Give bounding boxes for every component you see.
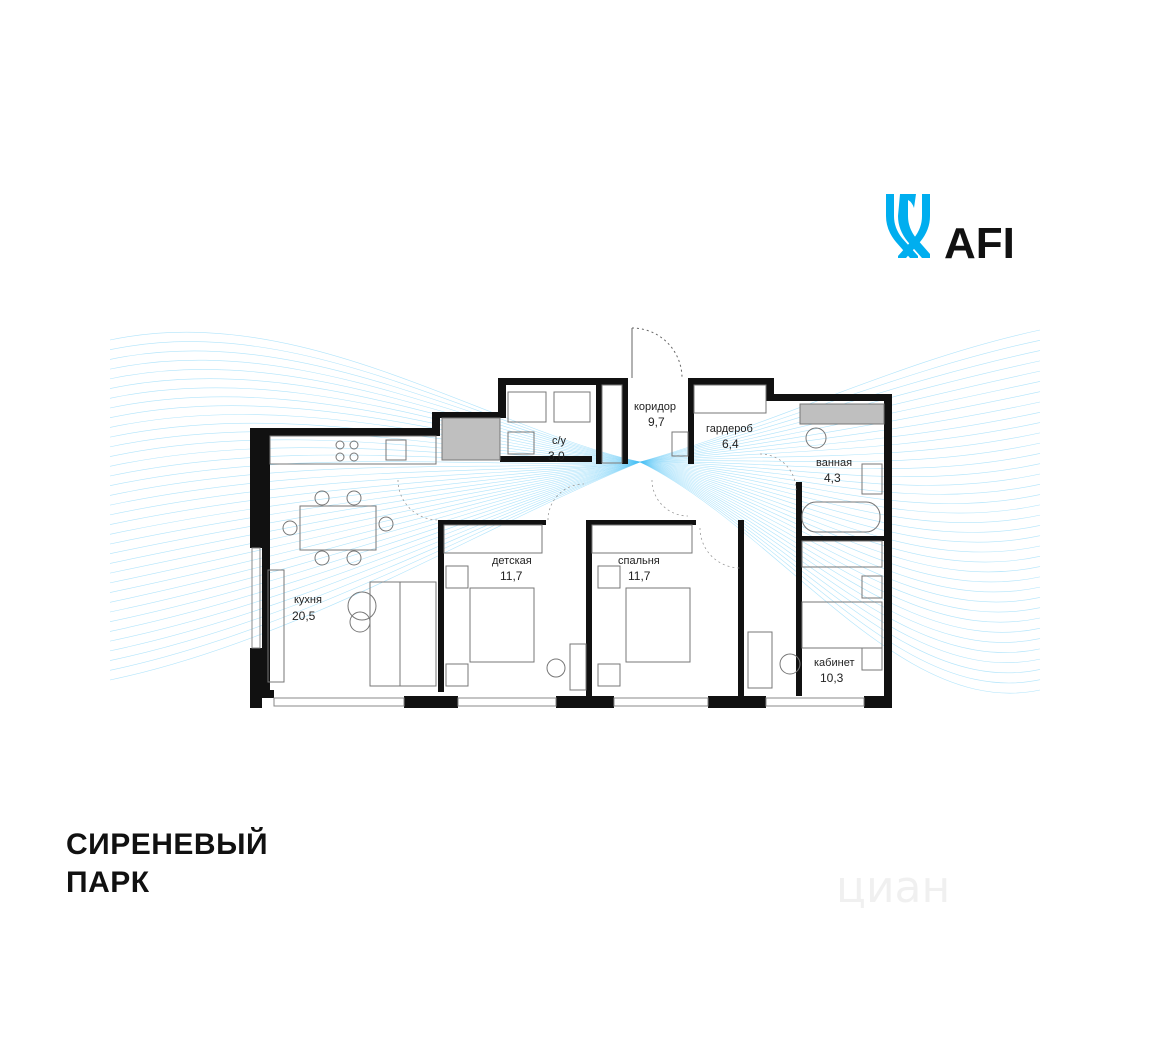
furniture [267, 384, 885, 691]
room-label-bathroom-name: ванная [816, 457, 852, 469]
wave-line [639, 401, 1041, 463]
wave-line [639, 453, 1041, 469]
wave-line [639, 461, 1041, 533]
wave-line [109, 332, 641, 463]
wave-line [109, 461, 641, 574]
wave-line [639, 442, 1041, 463]
wave-line [639, 461, 1041, 553]
windows [251, 547, 865, 707]
room-label-wc-name: с/у [552, 435, 567, 447]
wave-line [639, 461, 1041, 684]
wave-line [109, 369, 641, 463]
room-label-bedroom-name: спальня [618, 555, 660, 567]
wave-line [639, 461, 1041, 478]
room-labels: кухня 20,5 с/у 3,0 коридор 9,7 гардероб … [292, 401, 854, 685]
wave-line [109, 461, 641, 652]
wave-line [109, 461, 641, 623]
afi-logo-text: AFI [944, 219, 1015, 268]
room-label-office-area: 10,3 [820, 671, 844, 685]
wave-line [639, 461, 1041, 653]
room-label-nursery-name: детская [492, 555, 532, 567]
wave-line [109, 350, 641, 463]
wave-line [109, 341, 641, 463]
wave-line [639, 461, 1041, 504]
wave-line [109, 461, 641, 525]
door-swings [397, 453, 797, 569]
room-label-nursery-area: 11,7 [500, 569, 523, 583]
wave-line [109, 461, 641, 564]
wave-line [109, 414, 641, 463]
wave-line [639, 432, 1041, 463]
wave-line [109, 461, 641, 487]
wave-line [639, 461, 1041, 524]
wave-line [639, 461, 1041, 694]
wave-line [639, 461, 1041, 514]
wave-line [109, 405, 641, 463]
room-label-kitchen-area: 20,5 [292, 609, 316, 623]
room-label-office-name: кабинет [814, 657, 854, 669]
project-title-line2: ПАРК [66, 866, 150, 899]
project-title: СИРЕНЕВЫЙ ПАРК [66, 826, 268, 902]
wave-line [639, 461, 1041, 643]
wave-line [639, 329, 1041, 463]
wave-line [109, 461, 641, 613]
wave-line [109, 461, 641, 535]
room-label-corridor-name: коридор [634, 401, 676, 413]
wave-line [639, 461, 1041, 603]
apartment-layout [250, 327, 892, 708]
wave-line [109, 461, 641, 506]
wave-line [109, 461, 641, 671]
interior-walls [438, 378, 884, 696]
wave-line [639, 461, 1041, 623]
wave-line [639, 461, 1041, 563]
wave-line [639, 461, 1041, 495]
wave-line [639, 461, 1041, 633]
wave-line [109, 461, 641, 603]
wave-line [639, 461, 1041, 543]
wave-line [639, 391, 1041, 463]
cian-watermark: циан [836, 862, 951, 913]
room-label-wardrobe-area: 6,4 [722, 437, 739, 451]
afi-logo-mark [886, 194, 930, 258]
wave-line [109, 461, 641, 496]
room-label-wardrobe-name: гардероб [706, 423, 753, 435]
wave-line [109, 461, 641, 661]
outer-walls [250, 378, 892, 708]
wave-line [639, 461, 1041, 486]
wave-line [109, 461, 641, 545]
wave-line [639, 461, 1041, 663]
wave-line [109, 461, 641, 632]
wave-line [109, 461, 641, 642]
wave-line [639, 411, 1041, 463]
room-label-kitchen-name: кухня [294, 594, 322, 606]
wave-line [109, 461, 641, 681]
room-label-wc-area: 3,0 [548, 449, 565, 463]
room-label-bedroom-area: 11,7 [628, 569, 651, 583]
wave-line [109, 387, 641, 463]
wave-line [109, 396, 641, 463]
afi-logo: AFI [886, 194, 1015, 268]
wave-line [109, 461, 641, 555]
wave-line [109, 378, 641, 463]
project-title-line1: СИРЕНЕВЫЙ [66, 828, 269, 861]
wave-line [639, 422, 1041, 463]
room-label-corridor-area: 9,7 [648, 415, 665, 429]
wave-line [109, 461, 641, 584]
wave-line [109, 461, 641, 593]
wave-line [639, 461, 1041, 613]
room-label-bathroom-area: 4,3 [824, 471, 841, 485]
wave-line [639, 461, 1041, 593]
wave-line [639, 461, 1041, 583]
wave-line [109, 359, 641, 463]
wave-line [639, 461, 1041, 674]
wave-line [109, 461, 641, 516]
entrance-door [631, 327, 683, 379]
